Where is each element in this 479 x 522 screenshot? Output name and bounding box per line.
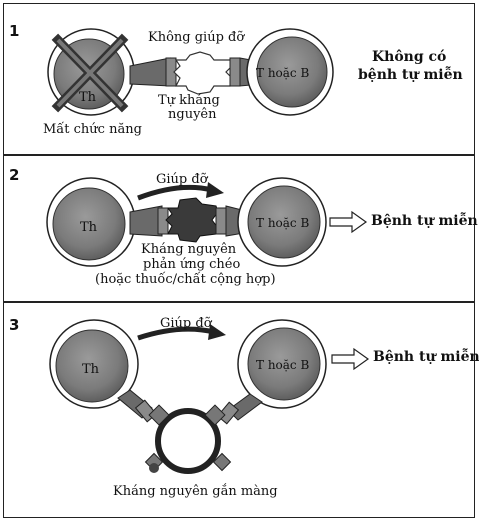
result-arrow-2 — [329, 210, 368, 234]
self-antigen-shape — [173, 51, 233, 95]
th-cell-3-label: Th — [82, 362, 100, 377]
panel-2-number: 2 — [9, 166, 20, 184]
th-cell-1-label: Th — [79, 90, 97, 105]
tb-cell-2-label: T hoặc B — [256, 216, 310, 230]
self-antigen-label-1: Tự kháng — [158, 93, 220, 108]
result-1-line-2: bệnh tự miễn — [358, 67, 463, 83]
cross-antigen-label-1: Kháng nguyên — [141, 242, 237, 257]
help-label-3: Giúp đỡ — [160, 316, 212, 331]
th-receptor-2 — [129, 205, 169, 237]
tb-cell-1-label: T hoặc B — [256, 66, 310, 80]
help-arrow-2 — [137, 182, 224, 201]
x-mark-icon — [51, 33, 129, 113]
help-label-2: Giúp đỡ — [156, 172, 208, 187]
tb-receptor-3 — [216, 393, 263, 425]
panel-3-number: 3 — [9, 316, 20, 334]
membrane-antigen-ring — [144, 404, 232, 474]
tb-cell-2 — [237, 177, 327, 267]
cross-antigen-label-2: phản ứng chéo — [143, 257, 241, 272]
tb-cell-1 — [246, 28, 334, 116]
tb-cell-3-label: T hoặc B — [256, 358, 310, 372]
result-1-line-1: Không có — [372, 49, 447, 65]
th-cell-3 — [49, 319, 139, 409]
help-arrow-3 — [137, 324, 226, 341]
cross-reactive-antigen-shape — [165, 197, 219, 243]
loss-of-function-label: Mất chức năng — [43, 122, 142, 137]
self-antigen-label-2: nguyên — [168, 107, 217, 122]
th-cell-2-label: Th — [80, 220, 98, 235]
tb-cell-3 — [237, 319, 327, 409]
membrane-antigen-label: Kháng nguyên gắn màng — [113, 484, 278, 499]
panel-1-number: 1 — [9, 22, 20, 40]
result-3: Bệnh tự miễn — [373, 349, 479, 365]
th-receptor-1 — [129, 57, 177, 87]
th-cell-2 — [46, 177, 136, 267]
result-2: Bệnh tự miễn — [371, 213, 478, 229]
result-arrow-3 — [331, 347, 370, 371]
cross-antigen-label-3: (hoặc thuốc/chất cộng hợp) — [95, 272, 276, 287]
no-help-label: Không giúp đỡ — [148, 30, 245, 45]
